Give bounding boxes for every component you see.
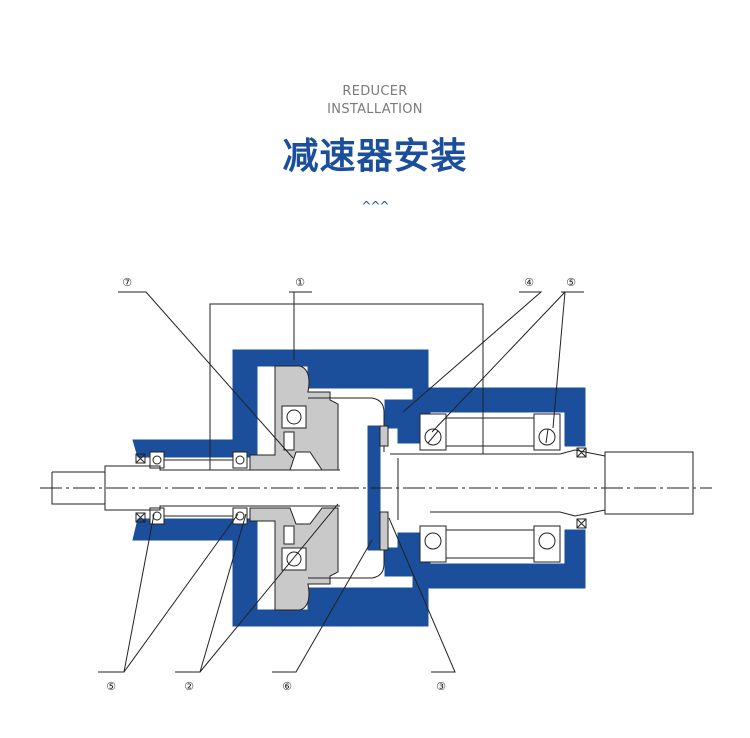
eccentric-ring-lower	[308, 524, 385, 579]
callout-5-bottom: ⑤	[106, 680, 116, 693]
callout-2: ②	[184, 680, 194, 693]
bearing-left-upper-ball	[152, 455, 162, 465]
leader-4	[402, 291, 543, 413]
bearing-right1-lower-ball	[424, 532, 442, 550]
callout-3: ③	[436, 680, 446, 693]
leader-3	[388, 517, 456, 673]
seal-left-upper	[135, 453, 146, 464]
bearing-right2-lower-ball	[538, 532, 556, 550]
leader-5-top	[431, 291, 584, 433]
pin-upper	[283, 431, 295, 451]
seal-right-lower	[576, 518, 587, 529]
input-shaft	[51, 465, 340, 511]
housing-upper	[132, 349, 586, 458]
callout-6: ⑥	[282, 680, 292, 693]
chevron-ornament-icon: ^^^	[361, 199, 389, 213]
leader-7	[118, 291, 294, 459]
roller-ball-upper	[286, 409, 302, 425]
bearing-left2-upper-ball	[235, 455, 245, 465]
leader-5-bottom	[98, 513, 239, 673]
callout-4: ④	[524, 276, 534, 289]
callout-7: ⑦	[122, 276, 132, 289]
offset-ring-upper	[379, 425, 389, 447]
page-title: 减速器安装	[282, 136, 468, 177]
housing-lower	[132, 518, 586, 627]
subtitle-reducer: REDUCER	[342, 84, 408, 99]
callout-5-top: ⑤	[566, 276, 576, 289]
output-shaft	[390, 449, 694, 517]
leader-1	[289, 291, 312, 360]
offset-ring-lower	[379, 511, 389, 551]
seal-left-lower	[135, 512, 146, 523]
bearing-left-lower-ball	[152, 511, 162, 521]
subtitle-installation: INSTALLATION	[327, 102, 423, 117]
leader-6	[272, 539, 373, 673]
bearing-left2-lower-ball	[235, 511, 245, 521]
leader-2	[175, 503, 339, 673]
eccentric-ring-upper	[308, 397, 385, 452]
pin-lower	[283, 525, 295, 545]
callout-1: ①	[295, 276, 305, 289]
